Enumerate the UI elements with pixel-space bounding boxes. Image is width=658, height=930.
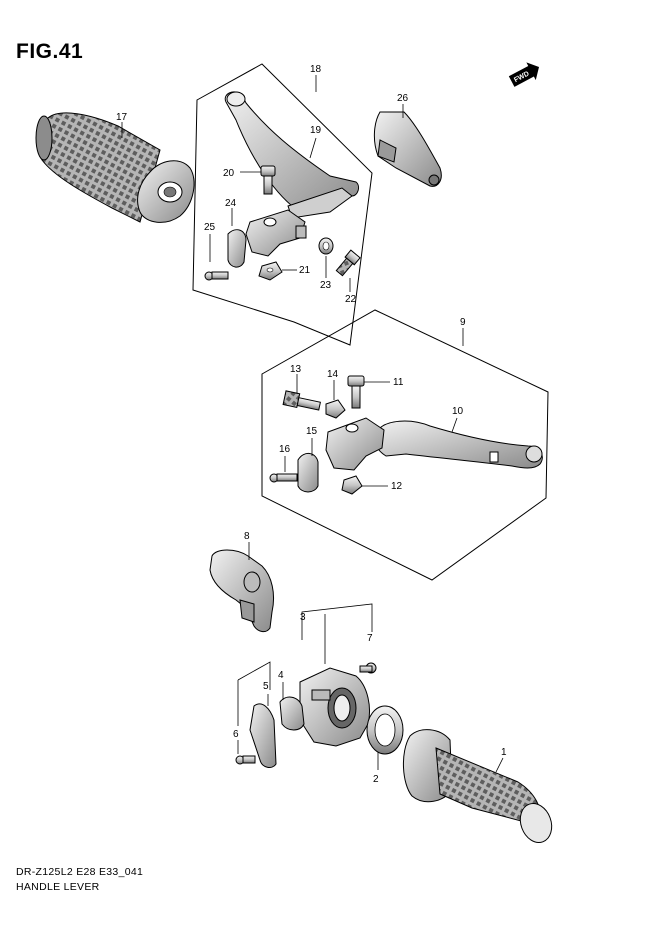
callout-18: 18 [310, 64, 322, 75]
assembly-frame-9 [261, 309, 549, 581]
cable-cover-8 [209, 549, 275, 633]
callout-13: 13 [290, 364, 302, 375]
callout-21: 21 [299, 265, 311, 276]
bolt-11 [347, 375, 365, 409]
bolt-22 [335, 249, 361, 277]
callout-25: 25 [204, 222, 216, 233]
right-lever-10 [374, 420, 543, 469]
lever-bracket-24 [245, 209, 307, 257]
ring-2 [366, 705, 404, 755]
screw-16 [269, 473, 298, 483]
callout-10: 10 [452, 406, 464, 417]
callout-11: 11 [393, 377, 404, 388]
washer-23 [318, 237, 334, 255]
callout-9: 9 [460, 317, 466, 328]
callout-23: 23 [320, 280, 332, 291]
left-lever-19 [224, 91, 360, 219]
callout-26: 26 [397, 93, 409, 104]
callout-15: 15 [306, 426, 318, 437]
callout-6: 6 [233, 729, 239, 740]
cover-5 [249, 703, 277, 768]
bolt-20 [260, 165, 276, 195]
throttle-housing-3 [299, 667, 370, 747]
callout-5: 5 [263, 681, 269, 692]
callout-2: 2 [373, 774, 379, 785]
section-name: HANDLE LEVER [16, 881, 100, 893]
lever-cover-26 [373, 111, 442, 187]
bracket-3 [301, 603, 373, 640]
callout-3: 3 [300, 612, 306, 623]
callout-12: 12 [391, 481, 403, 492]
callout-7: 7 [367, 633, 373, 644]
screw-7 [359, 662, 377, 674]
callout-1: 1 [501, 747, 507, 758]
adjuster-13 [282, 390, 321, 411]
lever-bracket [325, 417, 385, 471]
callout-17: 17 [116, 112, 128, 123]
plate-4 [279, 696, 305, 731]
clamp-15 [297, 453, 319, 493]
left-grip-17 [35, 112, 195, 223]
callout-16: 16 [279, 444, 291, 455]
nut-14 [325, 399, 346, 419]
callout-22: 22 [345, 294, 357, 305]
nut-12 [341, 475, 363, 495]
right-grip-1 [402, 729, 553, 843]
nut-21 [258, 261, 283, 281]
assembly-frame-18 [192, 63, 373, 346]
figure-title: FIG.41 [16, 40, 84, 63]
callout-24: 24 [225, 198, 237, 209]
fwd-arrow-badge: FWD [508, 62, 540, 87]
model-code: DR-Z125L2 E28 E33_041 [16, 866, 144, 878]
callout-14: 14 [327, 369, 339, 380]
clamp-25 [227, 229, 247, 268]
screw-25 [204, 271, 229, 281]
callout-19: 19 [310, 125, 322, 136]
screw-6 [235, 755, 256, 765]
callout-20: 20 [223, 168, 235, 179]
callout-4: 4 [278, 670, 284, 681]
callout-8: 8 [244, 531, 250, 542]
